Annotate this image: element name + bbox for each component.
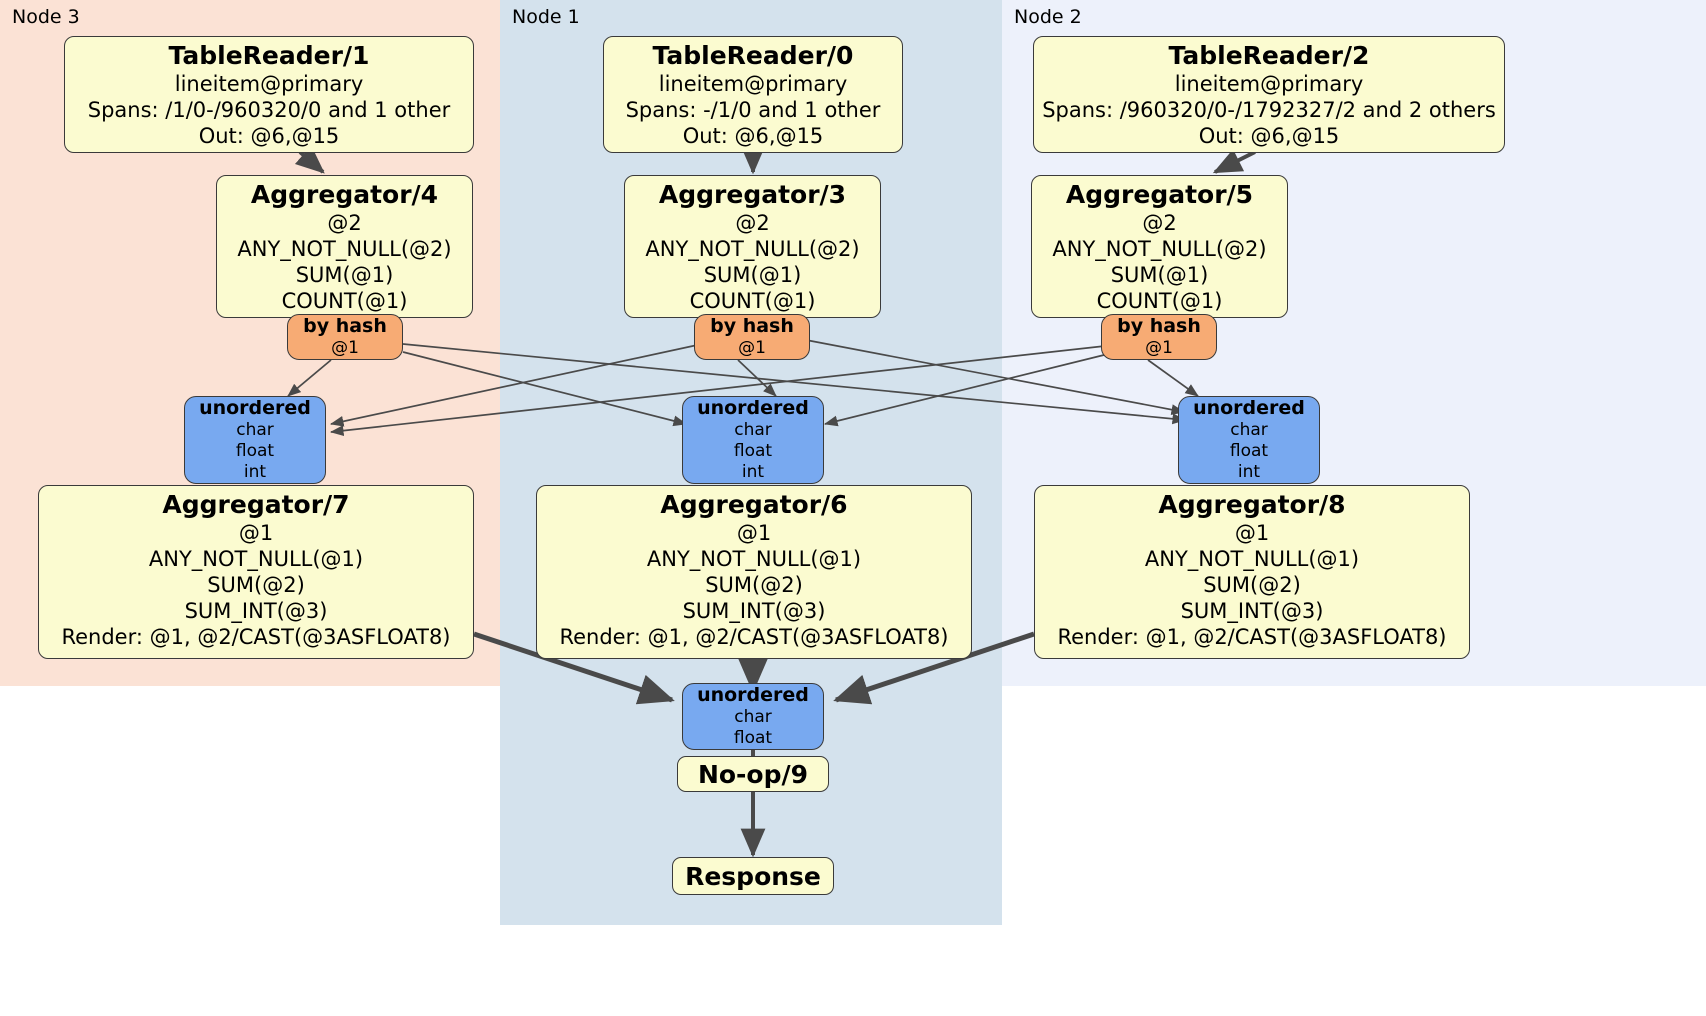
processor-tablereader-1[interactable]: TableReader/1 lineitem@primary Spans: /1… [64, 36, 474, 153]
processor-detail-line: lineitem@primary [174, 72, 364, 96]
router-title: by hash [1117, 315, 1201, 337]
processor-title: Aggregator/6 [660, 490, 848, 519]
processor-title: Response [685, 861, 821, 891]
processor-tablereader-2[interactable]: TableReader/2 lineitem@primary Spans: /9… [1033, 36, 1505, 153]
router-detail-line: char [1230, 420, 1268, 440]
processor-detail-line: ANY_NOT_NULL(@1) [148, 547, 364, 571]
processor-detail-line: lineitem@primary [1174, 72, 1364, 96]
router-by-hash-node3[interactable]: by hash @1 [287, 314, 403, 360]
processor-aggregator-6[interactable]: Aggregator/6 @1 ANY_NOT_NULL(@1) SUM(@2)… [536, 485, 972, 659]
processor-title: Aggregator/4 [250, 180, 439, 209]
processor-title: TableReader/2 [1168, 41, 1370, 70]
router-title: unordered [697, 684, 809, 706]
processor-detail-line: Out: @6,@15 [1198, 124, 1340, 148]
processor-detail-line: @1 [1234, 521, 1270, 545]
router-unordered-node3[interactable]: unordered char float int [184, 396, 326, 484]
processor-detail-line: COUNT(@1) [1096, 289, 1223, 313]
router-detail-line: float [733, 441, 773, 461]
processor-aggregator-5[interactable]: Aggregator/5 @2 ANY_NOT_NULL(@2) SUM(@1)… [1031, 175, 1288, 318]
processor-detail-line: Out: @6,@15 [682, 124, 824, 148]
processor-detail-line: SUM(@2) [207, 573, 305, 597]
processor-detail-line: lineitem@primary [658, 72, 848, 96]
processor-aggregator-4[interactable]: Aggregator/4 @2 ANY_NOT_NULL(@2) SUM(@1)… [216, 175, 473, 318]
processor-tablereader-0[interactable]: TableReader/0 lineitem@primary Spans: -/… [603, 36, 903, 153]
router-by-hash-node1[interactable]: by hash @1 [694, 314, 810, 360]
processor-detail-line: SUM(@2) [705, 573, 803, 597]
processor-detail-line: Render: @1, @2/CAST(@3ASFLOAT8) [559, 625, 949, 649]
processor-detail-line: Render: @1, @2/CAST(@3ASFLOAT8) [61, 625, 451, 649]
router-unordered-node1[interactable]: unordered char float int [682, 396, 824, 484]
router-unordered-final[interactable]: unordered char float [682, 683, 824, 750]
processor-title: Aggregator/3 [658, 180, 847, 209]
processor-title: Aggregator/7 [162, 490, 350, 519]
processor-detail-line: SUM_INT(@3) [682, 599, 826, 623]
processor-response[interactable]: Response [672, 857, 834, 895]
processor-detail-line: ANY_NOT_NULL(@2) [237, 237, 452, 261]
processor-detail-line: ANY_NOT_NULL(@1) [646, 547, 862, 571]
router-detail-line: @1 [331, 338, 359, 358]
processor-detail-line: Spans: /1/0-/960320/0 and 1 other [87, 98, 451, 122]
router-title: unordered [199, 397, 311, 419]
router-detail-line: float [1229, 441, 1269, 461]
router-detail-line: @1 [738, 338, 766, 358]
processor-detail-line: ANY_NOT_NULL(@2) [1052, 237, 1267, 261]
processor-detail-line: @1 [238, 521, 274, 545]
processor-detail-line: ANY_NOT_NULL(@1) [1144, 547, 1360, 571]
processor-detail-line: SUM(@1) [1110, 263, 1209, 287]
router-detail-line: char [734, 707, 772, 727]
processor-detail-line: Spans: /960320/0-/1792327/2 and 2 others [1042, 98, 1496, 122]
processor-detail-line: Render: @1, @2/CAST(@3ASFLOAT8) [1057, 625, 1447, 649]
processor-detail-line: Spans: -/1/0 and 1 other [625, 98, 881, 122]
processor-detail-line: @2 [735, 211, 770, 235]
processor-detail-line: @1 [736, 521, 772, 545]
processor-detail-line: Out: @6,@15 [198, 124, 340, 148]
node-panel-label-node1: Node 1 [512, 6, 580, 28]
router-detail-line: float [235, 441, 275, 461]
processor-detail-line: @2 [1142, 211, 1177, 235]
router-detail-line: float [733, 728, 773, 748]
router-by-hash-node2[interactable]: by hash @1 [1101, 314, 1217, 360]
processor-detail-line: SUM(@2) [1203, 573, 1301, 597]
processor-title: Aggregator/8 [1158, 490, 1346, 519]
processor-title: Aggregator/5 [1065, 180, 1254, 209]
router-detail-line: int [741, 462, 765, 482]
processor-detail-line: SUM(@1) [295, 263, 394, 287]
router-title: unordered [1193, 397, 1305, 419]
router-detail-line: int [1237, 462, 1261, 482]
processor-aggregator-7[interactable]: Aggregator/7 @1 ANY_NOT_NULL(@1) SUM(@2)… [38, 485, 474, 659]
router-detail-line: @1 [1145, 338, 1173, 358]
processor-aggregator-3[interactable]: Aggregator/3 @2 ANY_NOT_NULL(@2) SUM(@1)… [624, 175, 881, 318]
processor-detail-line: COUNT(@1) [689, 289, 816, 313]
processor-detail-line: ANY_NOT_NULL(@2) [645, 237, 860, 261]
router-unordered-node2[interactable]: unordered char float int [1178, 396, 1320, 484]
processor-title: No-op/9 [697, 759, 809, 789]
processor-detail-line: @2 [327, 211, 362, 235]
processor-detail-line: SUM_INT(@3) [1180, 599, 1324, 623]
processor-title: TableReader/1 [168, 41, 370, 70]
processor-noop-9[interactable]: No-op/9 [677, 756, 829, 792]
processor-detail-line: SUM_INT(@3) [184, 599, 328, 623]
router-title: by hash [710, 315, 794, 337]
processor-aggregator-8[interactable]: Aggregator/8 @1 ANY_NOT_NULL(@1) SUM(@2)… [1034, 485, 1470, 659]
processor-detail-line: COUNT(@1) [281, 289, 408, 313]
router-detail-line: char [734, 420, 772, 440]
processor-detail-line: SUM(@1) [703, 263, 802, 287]
router-title: by hash [303, 315, 387, 337]
router-detail-line: char [236, 420, 274, 440]
router-detail-line: int [243, 462, 267, 482]
processor-title: TableReader/0 [652, 41, 854, 70]
node-panel-label-node3: Node 3 [12, 6, 80, 28]
router-title: unordered [697, 397, 809, 419]
node-panel-label-node2: Node 2 [1014, 6, 1082, 28]
